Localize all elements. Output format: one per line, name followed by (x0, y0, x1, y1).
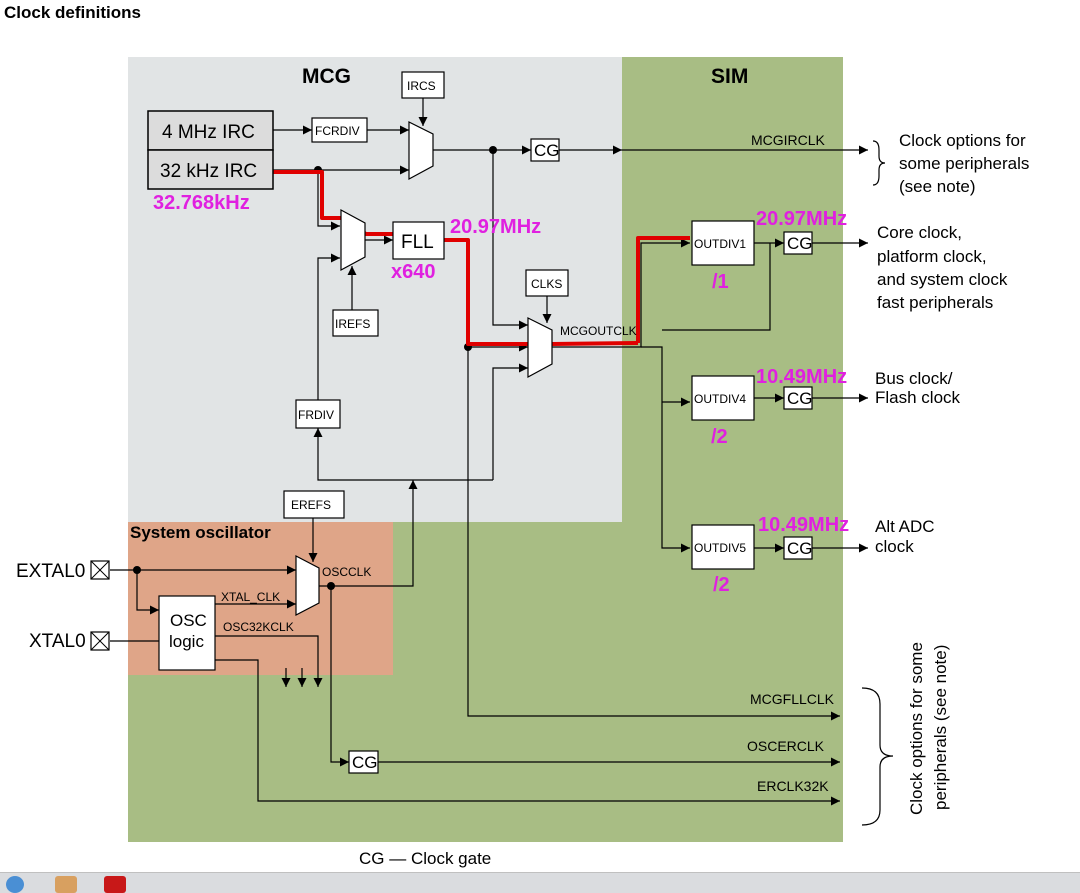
oscerclk-label: OSCERCLK (747, 738, 825, 754)
ircs-block: IRCS (401, 71, 445, 99)
fll-mult-annotation: x640 (391, 261, 436, 283)
svg-text:CG: CG (534, 141, 560, 160)
core-clock-desc-1: Core clock, (877, 223, 962, 242)
fll-freq-annotation: 20.97MHz (450, 216, 541, 238)
taskbar (0, 872, 1080, 893)
core-clock-desc-4: fast peripherals (877, 293, 993, 312)
frdiv-block: FRDIV (295, 399, 341, 429)
outdiv4-block: OUTDIV4 (691, 375, 755, 421)
svg-text:CG: CG (787, 389, 813, 408)
mcgoutclk-label: MCGOUTCLK (560, 324, 637, 338)
sim-region-label: SIM (711, 65, 748, 88)
irc-32khz-block: 32 kHz IRC (147, 149, 274, 190)
adc-clock-desc-1: Alt ADC (875, 517, 935, 536)
xtal0-pin (90, 631, 110, 651)
mcg-region-label: MCG (302, 65, 351, 88)
outdiv5-div-annotation: /2 (713, 574, 730, 596)
irc-4mhz-block: 4 MHz IRC (147, 110, 274, 151)
svg-text:OUTDIV1: OUTDIV1 (694, 237, 746, 251)
bottom-brace (861, 687, 894, 826)
core-clock-desc-2: platform clock, (877, 247, 987, 266)
bus-clock-desc-1: Bus clock/ (875, 369, 953, 388)
svg-text:FLL: FLL (401, 232, 434, 253)
svg-text:CG: CG (352, 753, 378, 772)
outdiv1-freq-annotation: 20.97MHz (756, 208, 847, 230)
oscclk-label: OSCCLK (322, 565, 371, 579)
osc-logic-block: OSC logic (158, 595, 216, 671)
osc-region-label: System oscillator (130, 523, 271, 542)
extal0-pin (90, 560, 110, 580)
outdiv1-block: OUTDIV1 (691, 220, 755, 266)
page-title: Clock definitions (4, 3, 141, 22)
outdiv4-div-annotation: /2 (711, 426, 728, 448)
svg-text:CLKS: CLKS (531, 277, 562, 291)
cg-oscerclk: CG (348, 750, 379, 774)
cg-outdiv4: CG (783, 386, 813, 410)
mcgirclk-brace (872, 140, 886, 186)
outdiv1-div-annotation: /1 (712, 271, 729, 293)
svg-text:FRDIV: FRDIV (298, 408, 334, 422)
bottom-desc-2: peripherals (see note) (931, 645, 950, 810)
adc-clock-desc-2: clock (875, 537, 914, 556)
mcgfllclk-label: MCGFLLCLK (750, 691, 835, 707)
fcrdiv-block: FCRDIV (311, 117, 368, 143)
svg-text:4 MHz IRC: 4 MHz IRC (162, 122, 255, 143)
cg-outdiv5: CG (783, 536, 813, 560)
erefs-block: EREFS (283, 490, 345, 519)
outdiv4-freq-annotation: 10.49MHz (756, 366, 847, 388)
fll-block: FLL (392, 221, 445, 260)
mcgirclk-desc-2: some peripherals (899, 154, 1029, 173)
outdiv5-freq-annotation: 10.49MHz (758, 514, 849, 536)
cg-mcgirclk: CG (530, 138, 560, 162)
mcgirclk-desc-1: Clock options for (899, 131, 1026, 150)
ircs-mux (408, 121, 434, 181)
erefs-mux (295, 555, 320, 616)
app-icon[interactable] (55, 876, 77, 893)
svg-text:CG: CG (787, 539, 813, 558)
osc32kclk-label: OSC32KCLK (223, 620, 294, 634)
xtal0-label: XTAL0 (29, 631, 86, 652)
svg-text:OUTDIV4: OUTDIV4 (694, 392, 746, 406)
irefs-block: IREFS (332, 309, 379, 337)
svg-text:EREFS: EREFS (291, 498, 331, 512)
svg-text:logic: logic (169, 632, 204, 651)
svg-text:IREFS: IREFS (335, 317, 370, 331)
extal0-label: EXTAL0 (16, 561, 85, 582)
xtal-clk-label: XTAL_CLK (221, 590, 280, 604)
svg-text:FCRDIV: FCRDIV (315, 124, 360, 138)
cg-outdiv1: CG (783, 231, 813, 255)
browser-icon[interactable] (6, 876, 24, 893)
clock-diagram: MCG SIM System oscillator (16, 57, 1029, 868)
erclk32k-label: ERCLK32K (757, 778, 829, 794)
svg-text:CG: CG (787, 234, 813, 253)
clks-mux (527, 317, 553, 379)
clks-block: CLKS (525, 269, 569, 297)
outdiv5-block: OUTDIV5 (691, 524, 755, 570)
mcgirclk-label: MCGIRCLK (751, 132, 826, 148)
irc-freq-annotation: 32.768kHz (153, 192, 250, 214)
svg-text:32 kHz IRC: 32 kHz IRC (160, 161, 257, 182)
active-clock-path (273, 170, 393, 236)
mcgirclk-desc-3: (see note) (899, 177, 976, 196)
bus-clock-desc-2: Flash clock (875, 388, 961, 407)
svg-text:OSC: OSC (170, 611, 207, 630)
irefs-mux (340, 208, 366, 272)
svg-text:OUTDIV5: OUTDIV5 (694, 541, 746, 555)
legend: CG — Clock gate (359, 849, 491, 868)
bottom-desc-1: Clock options for some (907, 642, 926, 815)
core-clock-desc-3: and system clock (877, 270, 1008, 289)
svg-text:IRCS: IRCS (407, 79, 436, 93)
notification-icon[interactable] (104, 876, 126, 893)
